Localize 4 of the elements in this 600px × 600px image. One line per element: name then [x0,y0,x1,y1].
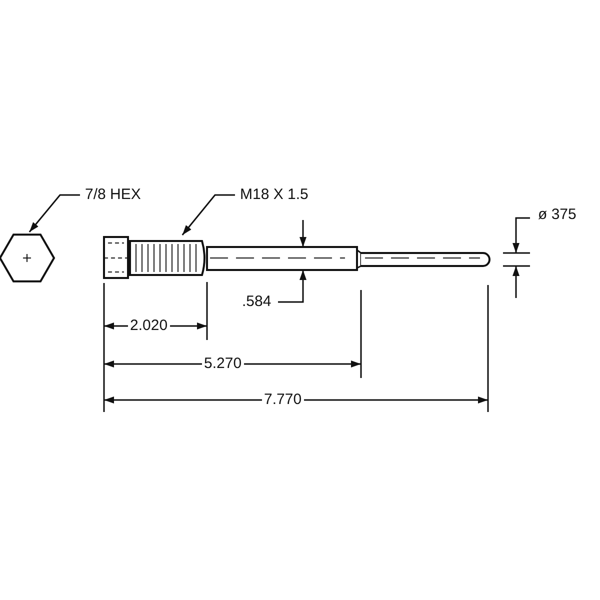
leader-line [28,194,80,232]
threaded-section-drawing [129,240,206,276]
hex-end-view-drawing [0,234,56,282]
leader-line [182,194,235,236]
